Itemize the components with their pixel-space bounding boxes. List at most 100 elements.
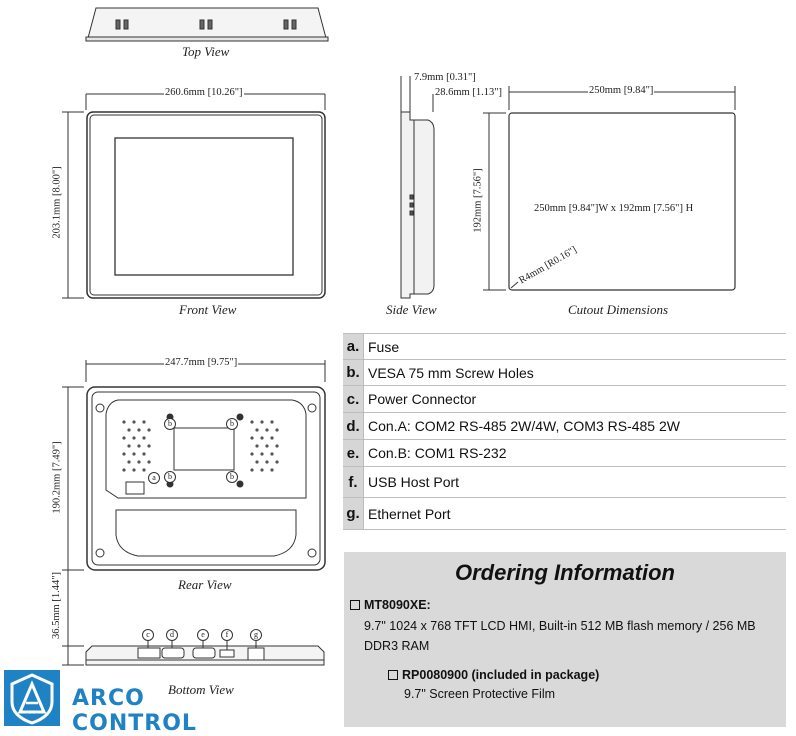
callout-bottom-usb: f: [221, 629, 233, 641]
front-view-drawing: [62, 93, 326, 299]
vent-hole: [137, 428, 141, 432]
side-depth-total-dimension: 28.6mm [1.13"]: [434, 87, 503, 98]
legend-row: f.USB Host Port: [343, 466, 786, 498]
vent-hole: [265, 428, 269, 432]
vent-hole: [260, 452, 264, 456]
legend-key: e.: [343, 439, 364, 467]
callout-rear-vesa-3: b: [164, 471, 176, 483]
ordering-accessory: RP0080900 (included in package): [388, 668, 599, 682]
vent-hole: [250, 420, 254, 424]
vent-hole: [142, 420, 146, 424]
vent-hole: [270, 452, 274, 456]
vent-hole: [255, 444, 259, 448]
vent-hole: [132, 436, 136, 440]
legend-key: b.: [343, 359, 364, 386]
front-width-dimension: 260.6mm [10.26"]: [164, 87, 244, 98]
top-view-caption: Top View: [182, 44, 230, 59]
callout-bottom-power: c: [142, 629, 154, 641]
ordering-accessory-description: 9.7" Screen Protective Film: [404, 687, 556, 701]
legend-key: c.: [343, 385, 364, 413]
vent-hole: [147, 428, 151, 432]
callout-rear-vesa-1: b: [164, 418, 176, 430]
vent-hole: [137, 444, 141, 448]
vent-hole: [127, 460, 131, 464]
legend-key: f.: [343, 466, 364, 498]
vent-hole: [127, 428, 131, 432]
vent-hole: [270, 468, 274, 472]
vent-hole: [142, 468, 146, 472]
legend-label: Con.B: COM1 RS-232: [363, 439, 786, 467]
brand-name: ARCO CONTROL: [72, 686, 197, 736]
legend-label: USB Host Port: [363, 466, 786, 498]
vent-hole: [260, 436, 264, 440]
vent-hole: [147, 444, 151, 448]
bottom-height-dimension: 36.5mm [1.44"]: [51, 571, 62, 640]
ordering-model: MT8090XE:: [350, 598, 431, 612]
cutout-caption: Cutout Dimensions: [568, 302, 669, 317]
callout-rear-vesa-2: b: [226, 418, 238, 430]
legend-row: c.Power Connector: [343, 385, 786, 413]
vent-hole: [255, 428, 259, 432]
rear-view-drawing: [62, 360, 326, 571]
legend-row: e.Con.B: COM1 RS-232: [343, 439, 786, 467]
legend-row: a.Fuse: [343, 333, 786, 360]
vent-hole: [275, 444, 279, 448]
rear-height-dimension: 190.2mm [7.49"]: [51, 440, 63, 515]
vent-hole: [147, 460, 151, 464]
side-view-drawing: [400, 76, 435, 299]
bottom-view-caption: Bottom View: [168, 682, 234, 697]
vent-hole: [122, 452, 126, 456]
checkbox-icon: [350, 599, 360, 610]
top-view-drawing: [85, 7, 329, 42]
rear-vent-grid: [122, 420, 279, 472]
vent-hole: [132, 452, 136, 456]
ordering-model-name: MT8090XE:: [364, 598, 431, 612]
vent-hole: [255, 460, 259, 464]
vent-hole: [132, 468, 136, 472]
vent-hole: [122, 436, 126, 440]
cutout-height-dimension: 192mm [7.56"]: [472, 167, 484, 234]
legend-key: g.: [343, 497, 364, 530]
legend-key: d.: [343, 412, 364, 440]
vent-hole: [250, 452, 254, 456]
vent-hole: [275, 460, 279, 464]
rear-width-dimension: 247.7mm [9.75"]: [164, 357, 239, 368]
ordering-accessory-name: RP0080900 (included in package): [402, 668, 600, 682]
vent-hole: [137, 460, 141, 464]
vent-hole: [132, 420, 136, 424]
cutout-size-label: 250mm [9.84"]W x 192mm [7.56"] H: [534, 203, 694, 214]
rear-view-caption: Rear View: [178, 577, 232, 592]
callout-rear-vesa-4: b: [226, 471, 238, 483]
callout-rear-fuse: a: [148, 472, 160, 484]
vent-hole: [122, 468, 126, 472]
front-height-dimension: 203.1mm [8.00"]: [51, 165, 63, 240]
callout-bottom-ethernet: g: [250, 629, 262, 641]
legend-key: a.: [343, 333, 364, 360]
legend-label: Ethernet Port: [363, 497, 786, 530]
checkbox-icon: [388, 669, 398, 680]
legend-label: Power Connector: [363, 385, 786, 413]
cutout-width-dimension: 250mm [9.84"]: [588, 85, 655, 96]
vent-hole: [250, 468, 254, 472]
bottom-view-drawing: [62, 570, 325, 666]
callout-bottom-con-b: e: [197, 629, 209, 641]
vent-hole: [250, 436, 254, 440]
vent-hole: [260, 420, 264, 424]
vent-hole: [142, 452, 146, 456]
arco-control-logo: ARCO CONTROL: [4, 670, 274, 736]
legend-row: d.Con.A: COM2 RS-485 2W/4W, COM3 RS-485 …: [343, 412, 786, 440]
vent-hole: [260, 468, 264, 472]
ordering-information-panel: Ordering Information MT8090XE: 9.7" 1024…: [344, 552, 786, 727]
legend-row: g.Ethernet Port: [343, 497, 786, 530]
legend-label: VESA 75 mm Screw Holes: [363, 359, 786, 386]
vent-hole: [270, 420, 274, 424]
vent-hole: [265, 460, 269, 464]
legend-label: Fuse: [363, 333, 786, 360]
side-view-caption: Side View: [386, 302, 437, 317]
ordering-title: Ordering Information: [455, 560, 675, 585]
arco-shield-icon: [4, 670, 60, 726]
vent-hole: [127, 444, 131, 448]
vent-hole: [270, 436, 274, 440]
